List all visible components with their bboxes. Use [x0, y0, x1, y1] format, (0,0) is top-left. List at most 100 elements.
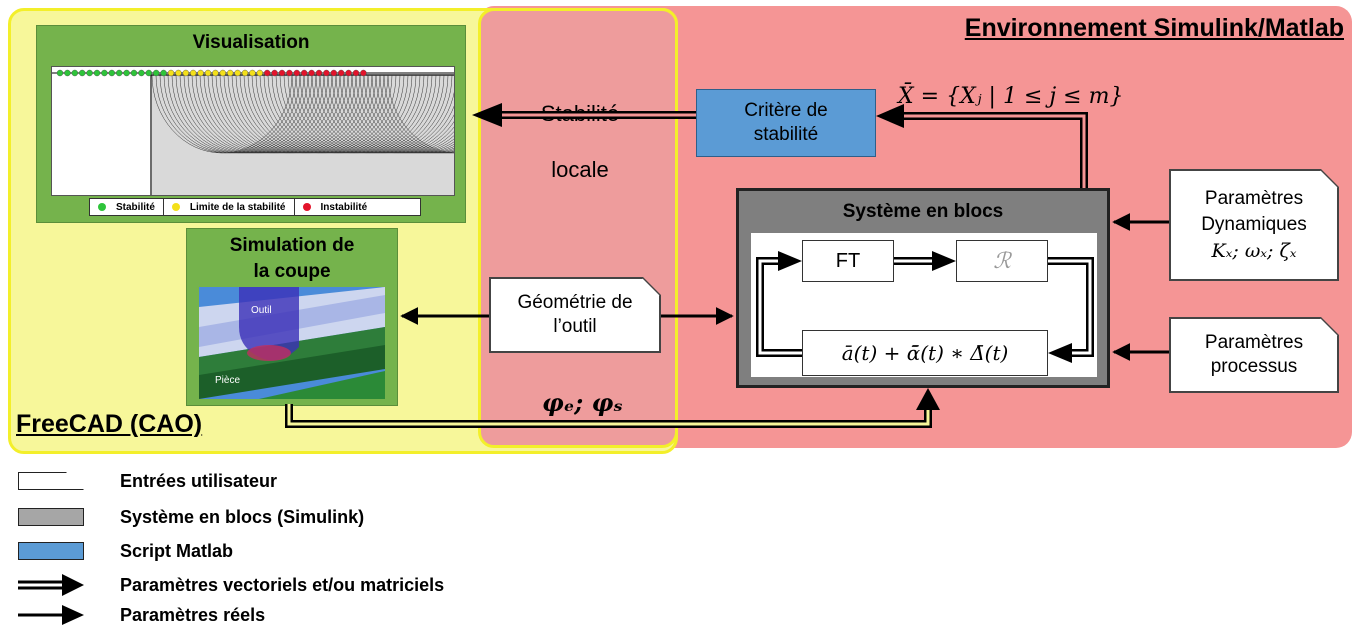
- stability-dot: [167, 69, 175, 77]
- legend-user-inputs: Entrées utilisateur: [18, 470, 277, 492]
- process-params-line1: Paramètres: [1204, 332, 1304, 353]
- stability-dot: [263, 69, 271, 77]
- legend-real-params: Paramètres réels: [18, 604, 265, 626]
- stability-dot: [175, 69, 182, 77]
- stability-dot: [360, 69, 367, 77]
- red-dot-icon: [302, 203, 311, 211]
- stability-dot: [123, 69, 130, 77]
- dynamic-params-note: Paramètres Dynamiques Kₓ; ωₓ; ζₓ: [1170, 170, 1338, 280]
- geometry-line2: l’outil: [553, 316, 597, 337]
- stability-dot: [226, 69, 234, 77]
- legend-user-inputs-label: Entrées utilisateur: [120, 470, 278, 491]
- stability-dot: [293, 69, 301, 77]
- cutting-simulation-image: [199, 287, 385, 399]
- process-params-note: Paramètres processus: [1170, 318, 1338, 392]
- legend-matlab-script-label: Script Matlab: [120, 540, 234, 561]
- matlab-script-swatch: [18, 542, 84, 560]
- stability-dot: [56, 69, 64, 77]
- stability-dot: [278, 69, 286, 77]
- stability-dot: [300, 69, 308, 77]
- stability-dot: [212, 69, 219, 77]
- yellow-dot-icon: [171, 203, 180, 211]
- criterion-line1: Critère de: [744, 100, 828, 121]
- dynamic-params-line1: Paramètres: [1204, 188, 1304, 209]
- stability-dot: [241, 69, 249, 77]
- stability-dot: [101, 69, 108, 77]
- stability-dot: [108, 69, 115, 77]
- stability-dot: [315, 69, 323, 77]
- stability-dot: [271, 69, 278, 77]
- simulation-box: Simulation de la coupe Outil Pièce: [186, 228, 398, 406]
- ft-label: FT: [835, 249, 861, 272]
- stability-dot: [93, 69, 101, 77]
- user-input-swatch: [18, 472, 84, 490]
- stability-dot: [234, 69, 241, 77]
- stability-dot: [352, 69, 360, 77]
- r-block: ℛ: [956, 240, 1048, 282]
- stability-dot: [323, 69, 330, 77]
- environment-title: Environnement Simulink/Matlab: [964, 14, 1344, 42]
- tool-label: Outil: [251, 305, 272, 316]
- x-vector-arrow: [876, 104, 1088, 188]
- stability-dot: [115, 69, 123, 77]
- part-label: Pièce: [215, 375, 241, 386]
- stability-dot: [64, 69, 71, 77]
- simulation-title-line2: la coupe: [253, 261, 331, 282]
- shared-panel: [478, 8, 678, 448]
- legend-real-params-label: Paramètres réels: [120, 604, 266, 625]
- legend-stability-label: Stabilité: [116, 201, 155, 213]
- stability-dot: [71, 69, 78, 77]
- phi-arrow: [285, 388, 940, 428]
- visualisation-legend: Stabilité Limite de la stabilité Instabi…: [89, 198, 421, 216]
- visualisation-plot: [51, 66, 455, 196]
- stability-dot: [338, 69, 345, 77]
- stability-dot: [160, 69, 167, 77]
- r-label: ℛ: [993, 248, 1011, 274]
- legend-matlab-script: Script Matlab: [18, 540, 233, 562]
- visualisation-box: Visualisation Stabilité Limite de la sta…: [36, 25, 466, 223]
- geometry-line1: Géométrie de: [517, 292, 633, 313]
- stability-dots: [56, 69, 367, 77]
- legend-instability-label: Instabilité: [320, 201, 368, 213]
- stability-dot: [152, 69, 160, 77]
- legend-instability: Instabilité: [295, 199, 376, 215]
- simulation-view: Outil Pièce: [199, 287, 385, 399]
- stability-dot: [286, 69, 293, 77]
- local-stability-line2: locale: [551, 157, 609, 182]
- legend-block-system-label: Système en blocs (Simulink): [120, 506, 365, 527]
- stability-dot: [86, 69, 93, 77]
- stability-criterion-box: Critère de stabilité: [696, 89, 876, 157]
- dynamic-params-line2: Dynamiques: [1201, 214, 1307, 235]
- alpha-formula: ā(t) + ᾱ̄(t) ∗ Δ̄(t): [841, 341, 1009, 365]
- stability-plot-svg: [52, 69, 454, 195]
- stability-dot: [79, 69, 86, 77]
- tool-path-arcs: [151, 74, 454, 154]
- stability-dot: [345, 69, 352, 77]
- green-dot-icon: [98, 203, 106, 211]
- block-system-swatch: [18, 508, 84, 526]
- block-system-title: Système en blocs: [842, 201, 1004, 222]
- tool-geometry-note: Géométrie de l’outil: [490, 278, 660, 352]
- triple-arrow-icon: [18, 574, 84, 596]
- legend-limit: Limite de la stabilité: [164, 199, 295, 215]
- legend-vector-params: Paramètres vectoriels et/ou matriciels: [18, 574, 444, 596]
- stability-dot: [189, 69, 197, 77]
- stability-arrow: [472, 103, 696, 127]
- x-vector-formula: X̄ = {Xⱼ | 1 ≤ j ≤ m}: [898, 84, 1124, 109]
- phi-label: φₑ; φₛ: [542, 388, 623, 417]
- criterion-line2: stabilité: [753, 124, 819, 145]
- freecad-title: FreeCAD (CAO): [16, 410, 203, 438]
- simulation-title: Simulation de la coupe: [187, 233, 397, 285]
- process-params-line2: processus: [1210, 356, 1298, 377]
- dynamic-params-line3: Kₓ; ωₓ; ζₓ: [1211, 240, 1297, 262]
- alpha-formula-block: ā(t) + ᾱ̄(t) ∗ Δ̄(t): [802, 330, 1048, 376]
- stability-dot: [249, 69, 256, 77]
- tool-path-arc: [383, 74, 454, 154]
- stability-dot: [256, 69, 264, 77]
- stability-dot: [219, 69, 227, 77]
- stability-dot: [145, 69, 153, 77]
- stability-dot: [138, 69, 145, 77]
- legend-vector-params-label: Paramètres vectoriels et/ou matriciels: [120, 574, 445, 595]
- block-internal-arrows: [756, 251, 1094, 363]
